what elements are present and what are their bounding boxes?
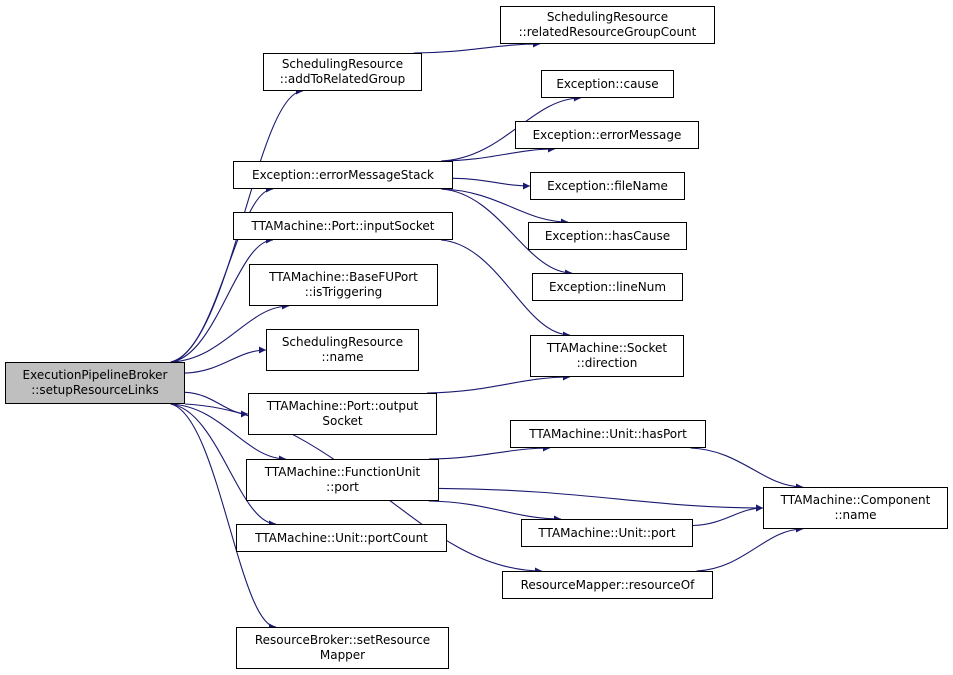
node-label-line: SchedulingResource — [281, 335, 404, 349]
node-label-line: ::name — [321, 350, 364, 364]
edge-inputSocket-to-direction — [441, 239, 571, 339]
node-label-line: ::setupResourceLinks — [31, 383, 159, 397]
node-direction[interactable]: TTAMachine::Socket::direction — [530, 335, 684, 377]
edge-root-to-portCount — [170, 403, 277, 528]
node-fileName[interactable]: Exception::fileName — [530, 172, 685, 200]
node-label-line: Exception::errorMessage — [532, 127, 682, 142]
node-portCount[interactable]: TTAMachine::Unit::portCount — [236, 524, 447, 552]
edge-errorMessageStack-to-lineNum — [441, 188, 573, 277]
node-label-line: TTAMachine::FunctionUnit — [264, 465, 421, 479]
node-resourceOf[interactable]: ResourceMapper::resourceOf — [502, 571, 713, 599]
node-label-line: Exception::errorMessageStack — [251, 167, 434, 182]
node-root[interactable]: ExecutionPipelineBroker::setupResourceLi… — [5, 362, 185, 404]
node-label-line: ::relatedResourceGroupCount — [518, 25, 697, 39]
edge-root-to-setResourceMapper — [170, 403, 277, 631]
edge-unitPort-to-componentName — [692, 504, 764, 527]
node-lineNum[interactable]: Exception::lineNum — [532, 273, 683, 301]
node-label-line: Exception::fileName — [547, 178, 668, 193]
edge-hasPort-to-componentName — [690, 447, 804, 491]
node-componentName[interactable]: TTAMachine::Component::name — [763, 487, 948, 529]
node-label-line: ::addToRelatedGroup — [279, 72, 406, 86]
edge-fuPort-to-componentName — [438, 487, 764, 512]
node-label-line: ::direction — [576, 356, 638, 370]
node-label-line: ::port — [326, 480, 359, 494]
edge-fuPort-to-unitPort — [428, 500, 562, 523]
node-label-line: Exception::cause — [556, 76, 659, 91]
edge-root-to-fuPort — [170, 403, 287, 463]
edge-root-to-outputSocket — [184, 391, 249, 418]
node-label-line: ::isTriggering — [304, 285, 383, 299]
edge-outputSocket-to-direction — [426, 373, 571, 394]
edge-errorMessageStack-to-errorMessage — [441, 145, 556, 162]
node-errorMessage[interactable]: Exception::errorMessage — [515, 121, 699, 149]
node-addToRelatedGroup[interactable]: SchedulingResource::addToRelatedGroup — [263, 53, 422, 91]
node-relatedResourceGroupCount[interactable]: SchedulingResource::relatedResourceGroup… — [500, 6, 715, 44]
node-isTriggering[interactable]: TTAMachine::BaseFUPort::isTriggering — [249, 264, 438, 306]
node-label-line: TTAMachine::Component — [780, 493, 931, 507]
node-unitPort[interactable]: TTAMachine::Unit::port — [521, 519, 693, 547]
edge-resourceOf-to-componentName — [696, 525, 804, 572]
node-srName[interactable]: SchedulingResource::name — [266, 329, 419, 371]
node-label-line: ExecutionPipelineBroker — [22, 368, 168, 382]
node-label-line: ResourceBroker::setResource — [254, 633, 431, 647]
edge-errorMessageStack-to-hasCause — [441, 188, 569, 226]
node-label-line: Exception::lineNum — [548, 279, 667, 294]
node-fuPort[interactable]: TTAMachine::FunctionUnit::port — [246, 459, 439, 501]
node-label-line: TTAMachine::Port::output — [266, 399, 419, 413]
node-errorMessageStack[interactable]: Exception::errorMessageStack — [233, 161, 453, 189]
node-label-line: ::name — [834, 508, 877, 522]
node-label-line: Exception::hasCause — [544, 228, 671, 243]
edge-root-to-errorMessageStack — [170, 185, 274, 363]
node-label-line: TTAMachine::BaseFUPort — [269, 270, 418, 284]
node-label-line: SchedulingResource — [546, 10, 669, 24]
edge-errorMessageStack-to-fileName — [452, 177, 531, 190]
edge-fuPort-to-hasPort — [429, 444, 551, 460]
node-label-line: TTAMachine::Port::inputSocket — [251, 218, 435, 233]
edge-addToRelatedGroup-to-relatedResourceGroupCount — [413, 40, 541, 54]
node-label-line: Socket — [322, 414, 363, 428]
node-label-line: TTAMachine::Unit::portCount — [255, 530, 428, 545]
node-hasPort[interactable]: TTAMachine::Unit::hasPort — [510, 420, 706, 448]
node-label-line: Mapper — [319, 648, 366, 662]
node-hasCause[interactable]: Exception::hasCause — [528, 222, 687, 250]
node-label-line: TTAMachine::Unit::port — [538, 525, 676, 540]
edge-root-to-srName — [184, 346, 267, 374]
node-cause[interactable]: Exception::cause — [541, 70, 674, 98]
edge-root-to-inputSocket — [170, 236, 274, 363]
node-label-line: ResourceMapper::resourceOf — [520, 577, 695, 592]
node-label-line: TTAMachine::Unit::hasPort — [529, 426, 687, 441]
edge-root-to-isTriggering — [171, 302, 290, 363]
node-label-line: SchedulingResource — [281, 57, 404, 71]
node-label-line: TTAMachine::Socket — [546, 341, 668, 355]
node-inputSocket[interactable]: TTAMachine::Port::inputSocket — [233, 212, 453, 240]
